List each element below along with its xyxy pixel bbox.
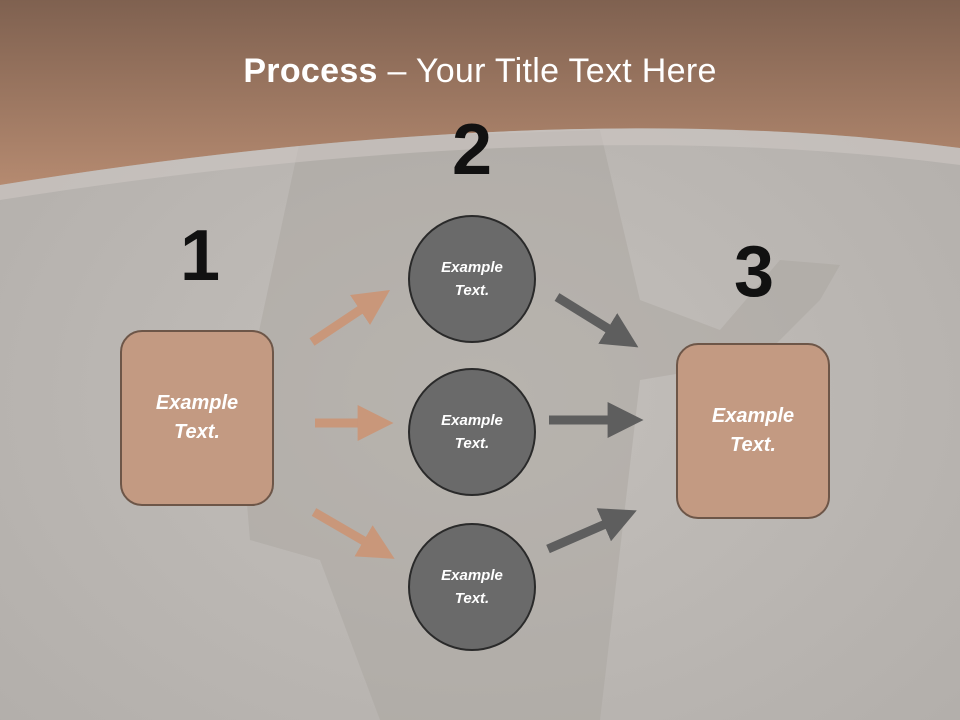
step-number-1: 1 — [179, 216, 221, 296]
step-1-text: Example Text. — [155, 392, 239, 443]
step-2-circle-bottom: Example Text. — [408, 523, 536, 651]
step-number-2: 2 — [451, 110, 493, 190]
arrow-from-circle-bottom — [546, 508, 637, 554]
circle-top-text: Example Text. — [441, 259, 503, 299]
slide-title: Process – Your Title Text Here — [0, 52, 960, 91]
circle-middle-text: Example Text. — [441, 412, 503, 452]
arrow-to-circle-bottom — [311, 508, 395, 559]
title-rest: – Your Title Text Here — [377, 52, 717, 90]
circle-bottom-text: Example Text. — [441, 567, 503, 607]
step-2-circle-middle: Example Text. — [408, 368, 536, 496]
arrow-from-circle-top — [554, 293, 639, 348]
step-2-circle-top: Example Text. — [408, 215, 536, 343]
step-number-3: 3 — [733, 232, 775, 312]
arrow-to-circle-top — [309, 290, 390, 346]
step-3-box: Example Text. — [676, 343, 830, 519]
step-3-text: Example Text. — [711, 405, 795, 456]
title-bold: Process — [243, 52, 378, 90]
step-1-box: Example Text. — [120, 330, 274, 506]
